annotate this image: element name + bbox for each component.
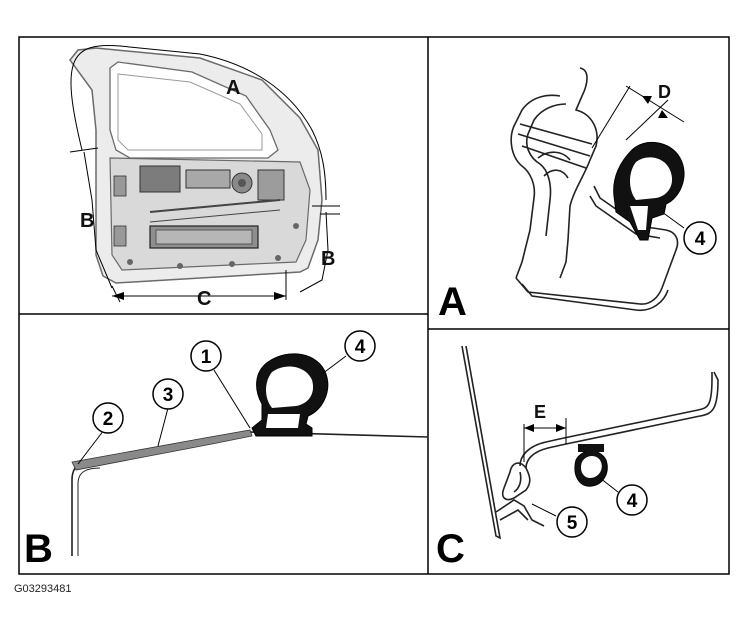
detail-c-dim-label-e: E xyxy=(534,402,546,422)
detail-c-arrow-e1 xyxy=(524,424,534,432)
figure-id: G03293481 xyxy=(14,583,72,595)
detail-c-callout-5-circle xyxy=(556,506,588,538)
dim-label-b-left: B xyxy=(80,210,94,232)
detail-c-arrow-e2 xyxy=(556,424,566,432)
door-illustration xyxy=(69,47,323,284)
detail-c-callout-5: 5 xyxy=(567,513,578,534)
detail-c-leader-5 xyxy=(531,503,557,517)
detail-a-dim-label-d: D xyxy=(658,82,671,102)
detail-c-callout-4-circle xyxy=(616,484,648,516)
dimension-arrows xyxy=(112,292,286,300)
dimension-lines xyxy=(69,44,340,303)
detail-b-callout-3-circle xyxy=(152,378,184,410)
detail-a-leader-4 xyxy=(661,211,685,229)
detail-c-panel-letter: C xyxy=(436,527,465,571)
dim-label-a: A xyxy=(226,77,240,99)
detail-a-arrow-d2 xyxy=(658,110,668,118)
dim-label-b-right: B xyxy=(321,248,335,270)
dim-label-c: C xyxy=(197,288,211,310)
detail-b-callout-3: 3 xyxy=(163,385,174,406)
detail-b-callout-2: 2 xyxy=(103,409,114,430)
detail-c-illustration xyxy=(461,345,719,540)
detail-b-callout-4-circle xyxy=(344,330,376,362)
detail-a-seal-bulb xyxy=(613,142,685,241)
detail-a-panel-letter: A xyxy=(438,280,467,324)
detail-b-callout-1: 1 xyxy=(201,347,212,368)
detail-c-leader-4 xyxy=(599,477,619,493)
detail-b-panel-letter: B xyxy=(24,527,53,571)
detail-c-seal-bulb xyxy=(574,444,608,487)
detail-b-illustration xyxy=(71,353,429,556)
detail-b-callout-1-circle xyxy=(190,340,222,372)
detail-b-callout-2-circle xyxy=(92,402,124,434)
detail-b-callout-4: 4 xyxy=(355,337,366,358)
detail-a-callout-4-circle xyxy=(683,221,717,255)
detail-b-leaders xyxy=(77,355,347,465)
figure-frame xyxy=(18,36,730,575)
detail-a-callout-4: 4 xyxy=(695,229,706,250)
detail-c-dimension-e xyxy=(523,418,567,462)
detail-c-callout-4: 4 xyxy=(627,491,638,512)
detail-a-arrow-d1 xyxy=(642,96,652,104)
detail-a-illustration xyxy=(510,67,679,312)
detail-a-dimension-d xyxy=(591,85,685,149)
